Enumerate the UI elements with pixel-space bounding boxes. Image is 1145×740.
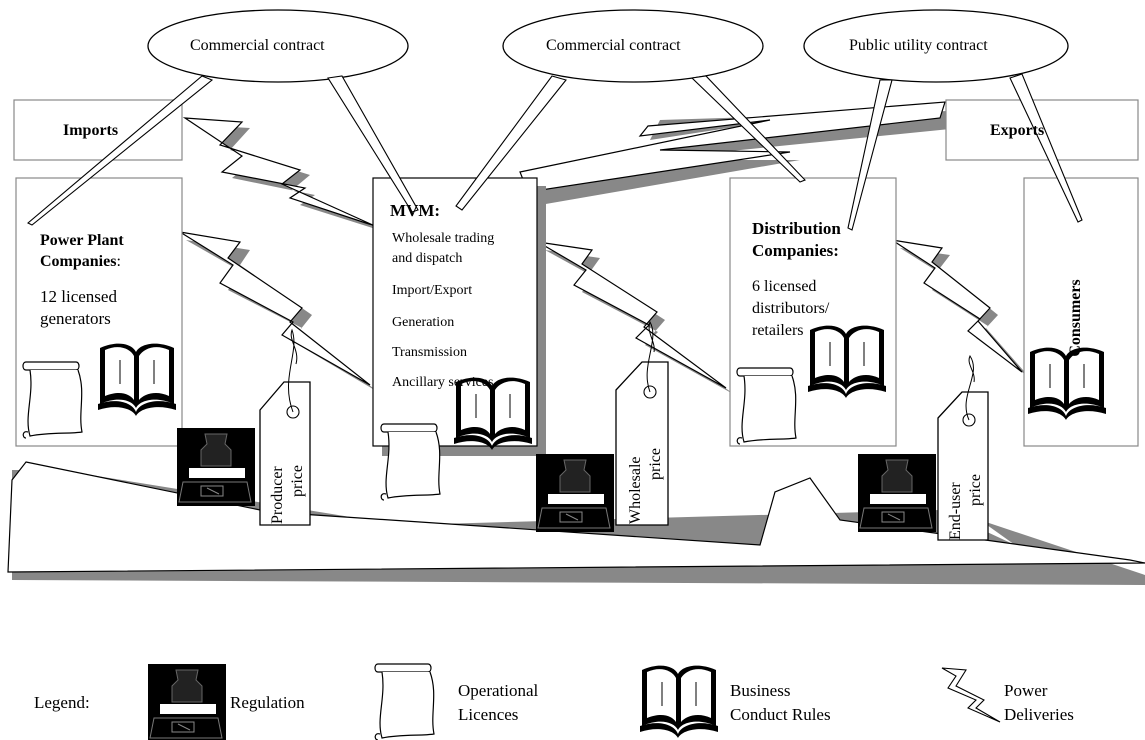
legend-regulation: Regulation: [230, 693, 305, 712]
licence-scroll-distribution: [736, 367, 797, 445]
producer-price-tag: [259, 328, 311, 526]
legend-label: Legend:: [34, 693, 90, 712]
mvm-flow-arrow: [537, 241, 727, 389]
contract-link-mid-mvm: [455, 75, 567, 211]
regulation-stamp-enduser: [857, 453, 937, 533]
power-plant-title: Power Plant Companies:: [40, 230, 124, 272]
contract-link-mid-dist: [690, 75, 806, 183]
legend-power-line1: Power: [1004, 681, 1048, 700]
contract-label-middle: Commercial contract: [546, 37, 681, 54]
legend-power-line2: Deliveries: [1004, 705, 1074, 724]
regulation-stamp-legend: [147, 663, 227, 740]
contract-link-right-consumers: [1009, 73, 1083, 223]
mvm-title: MVM:: [390, 201, 441, 220]
legend-rules: Business Conduct Rules: [730, 679, 831, 727]
contract-ellipse-right: [803, 9, 1069, 83]
producer-price-line2: price: [289, 465, 306, 497]
exports-label: Exports: [990, 122, 1045, 139]
distribution-desc-line1: 6 licensed: [752, 278, 817, 295]
legend-licences: Operational Licences: [458, 679, 538, 727]
enduser-price-tag: [937, 355, 989, 541]
contract-link-left-plant: [27, 75, 214, 226]
contract-label-right: Public utility contract: [849, 37, 988, 54]
regulation-stamp-wholesale: [535, 453, 615, 533]
licence-scroll-legend: [374, 663, 435, 740]
wholesale-price-line1: Wholesale: [627, 456, 644, 524]
power-plant-title-colon: :: [116, 253, 121, 270]
distribution-title-line1: Distribution: [752, 219, 841, 238]
mvm-item-3: Generation: [392, 315, 455, 330]
enduser-price-line1: End-user: [947, 482, 964, 540]
contract-link-right-dist: [847, 79, 893, 231]
power-plant-desc-line2: generators: [40, 309, 111, 328]
contract-ellipse-left: [147, 9, 409, 83]
power-plant-desc-line1: 12 licensed: [40, 287, 117, 306]
distribution-desc-line2: distributors/: [752, 300, 830, 317]
mvm-item-1: and dispatch: [392, 251, 463, 266]
power-plant-title-line1: Power Plant: [40, 232, 124, 249]
rules-book-consumers: [1027, 347, 1107, 421]
distribution-desc-line3: retailers: [752, 322, 804, 339]
contract-ellipse-middle: [502, 9, 764, 83]
mvm-item-0: Wholesale trading: [392, 231, 495, 246]
dist-flow-arrow: [891, 239, 1023, 373]
distribution-title: Distribution Companies:: [752, 218, 841, 262]
legend-rules-line2: Conduct Rules: [730, 705, 831, 724]
consumers-label: Consumers: [1067, 279, 1084, 356]
wholesale-price-line2: price: [647, 448, 664, 480]
imports-flow-arrow: [182, 117, 376, 227]
producer-price-line1: Producer: [269, 466, 286, 524]
wholesale-price-tag: [615, 320, 669, 526]
legend-power-icon: [941, 667, 1001, 723]
distribution-desc: 6 licensed distributors/ retailers: [752, 276, 829, 342]
imports-label: Imports: [63, 122, 119, 139]
mvm-item-5: Ancillary services: [392, 375, 494, 390]
rules-book-legend: [639, 665, 719, 739]
distribution-title-line2: Companies:: [752, 241, 839, 260]
mvm-item-4: Transmission: [392, 345, 467, 360]
legend-power: Power Deliveries: [1004, 679, 1074, 727]
power-plant-title-line2: Companies: [40, 253, 117, 270]
licence-scroll-plants: [22, 361, 83, 439]
contract-link-left-mvm: [327, 75, 419, 213]
imports-flow-shadow: [196, 125, 385, 232]
contract-label-left: Commercial contract: [190, 37, 325, 54]
imports-box: [13, 99, 183, 161]
plant-flow-arrow: [179, 231, 371, 386]
regulation-stamp-producer: [176, 427, 256, 507]
rules-book-plants: [97, 343, 177, 417]
legend-rules-line1: Business: [730, 681, 791, 700]
bottom-flow-arrow: [7, 461, 1145, 573]
export-flow-shadow: [520, 110, 980, 205]
mvm-item-2: Import/Export: [392, 283, 473, 298]
legend-licences-line2: Licences: [458, 705, 519, 724]
export-flow-arrow: [519, 101, 946, 193]
legend-licences-line1: Operational: [458, 681, 539, 700]
licence-scroll-mvm: [380, 423, 441, 501]
enduser-price-line2: price: [967, 474, 984, 506]
power-plant-desc: 12 licensed generators: [40, 286, 117, 330]
